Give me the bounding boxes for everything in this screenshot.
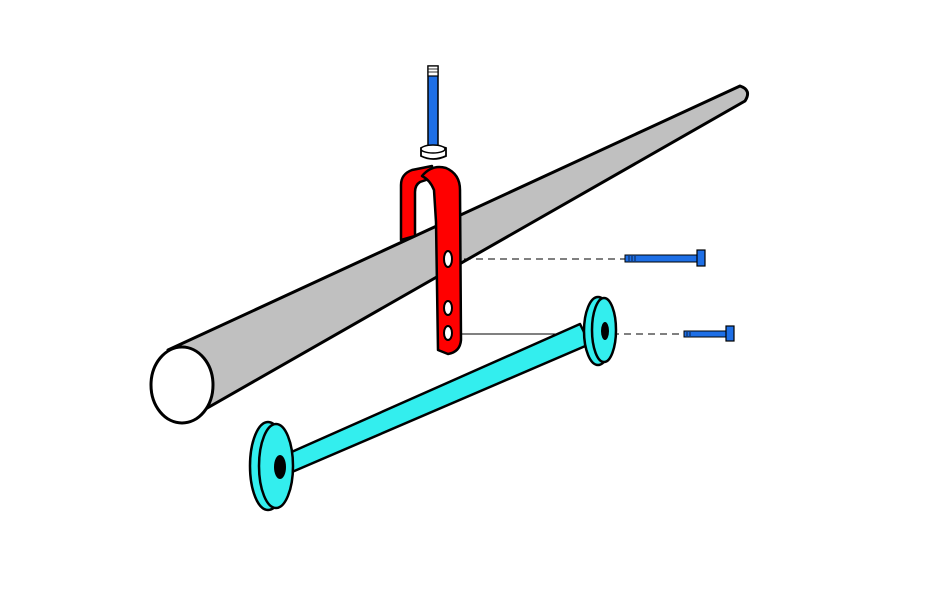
- u-clamp: [399, 164, 463, 356]
- side-bolt-upper-shank: [624, 254, 698, 263]
- clamp-hole-lower: [443, 325, 453, 341]
- side-bolt-upper-head: [696, 249, 706, 267]
- pipe-end-face: [149, 345, 215, 425]
- side-bolt-lower: [683, 325, 735, 342]
- spacer-rod: [248, 295, 618, 512]
- clamp-hole-upper: [443, 250, 453, 268]
- spacer-hole-right: [601, 322, 609, 340]
- assembly-guides: [462, 258, 684, 335]
- clamp-hole-middle: [443, 300, 453, 316]
- top-bolt-tip: [427, 65, 439, 77]
- side-bolt-upper: [624, 249, 706, 267]
- top-bolt-shank: [427, 65, 439, 149]
- side-bolt-lower-head: [725, 325, 735, 342]
- top-bolt: [420, 65, 447, 160]
- spacer-hole-left: [274, 455, 286, 479]
